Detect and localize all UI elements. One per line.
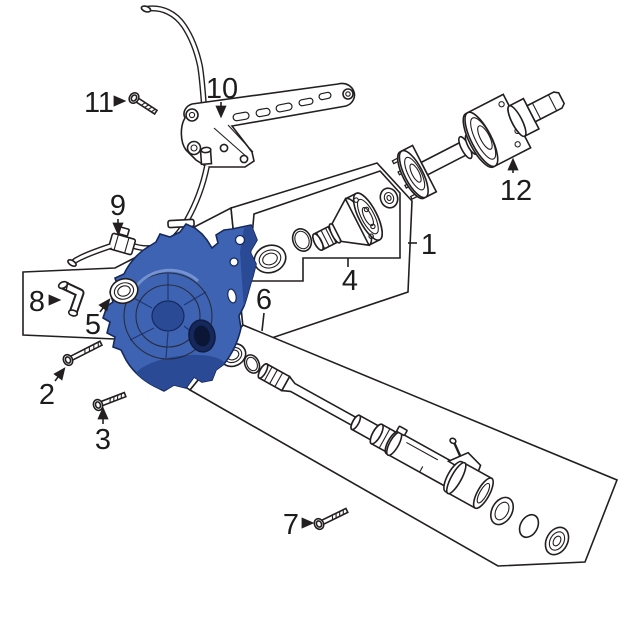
- o-ring-box6: [243, 354, 261, 374]
- callout-7-label[interactable]: 7: [283, 509, 299, 541]
- callout-12[interactable]: 12: [500, 157, 532, 207]
- side-seal: [109, 277, 139, 305]
- callout-1[interactable]: 1: [408, 229, 437, 261]
- callout-3[interactable]: 3: [95, 406, 111, 456]
- output-flange: [312, 192, 383, 251]
- intermediate-shaft-assembly: [257, 363, 494, 510]
- callout-11[interactable]: 11: [84, 87, 127, 119]
- bracket-bolt-11: [128, 91, 159, 116]
- callout-3-label[interactable]: 3: [95, 424, 111, 456]
- callout-10-label[interactable]: 10: [206, 73, 238, 105]
- callout-2-label[interactable]: 2: [39, 379, 55, 411]
- loose-seal: [489, 496, 515, 526]
- callout-7[interactable]: 7: [283, 509, 315, 541]
- callout-5-label[interactable]: 5: [85, 309, 101, 341]
- pinion-bushing: [379, 187, 399, 209]
- tube-clamp-fitting: [107, 226, 137, 256]
- callout-8[interactable]: 8: [29, 286, 62, 318]
- o-ring-box4: [291, 228, 313, 252]
- callout-4-label[interactable]: 4: [342, 265, 358, 297]
- mount-bolt-2: [62, 340, 104, 367]
- callout-6[interactable]: 6: [256, 284, 272, 332]
- callout-12-label[interactable]: 12: [500, 175, 532, 207]
- cv-axle-shaft: [391, 91, 566, 201]
- callout-1-label[interactable]: 1: [421, 229, 437, 261]
- callout-9-label[interactable]: 9: [110, 190, 126, 222]
- callout-5[interactable]: 5: [85, 298, 111, 341]
- callout-11-label[interactable]: 11: [84, 87, 114, 119]
- vent-elbow-hose: [57, 280, 85, 317]
- callout-8-label[interactable]: 8: [29, 286, 45, 318]
- support-bracket: [180, 82, 356, 168]
- callout-2[interactable]: 2: [39, 367, 66, 411]
- vent-tube: [140, 5, 208, 147]
- callout-9[interactable]: 9: [110, 190, 126, 236]
- mount-bolt-3: [92, 391, 127, 412]
- axle-seal-box4: [253, 244, 287, 274]
- loose-o-ring: [518, 513, 540, 539]
- callout-6-label[interactable]: 6: [256, 284, 272, 316]
- shaft-bolt-7: [313, 507, 349, 531]
- callout-4[interactable]: 4: [342, 258, 358, 297]
- callout-10[interactable]: 10: [206, 73, 238, 119]
